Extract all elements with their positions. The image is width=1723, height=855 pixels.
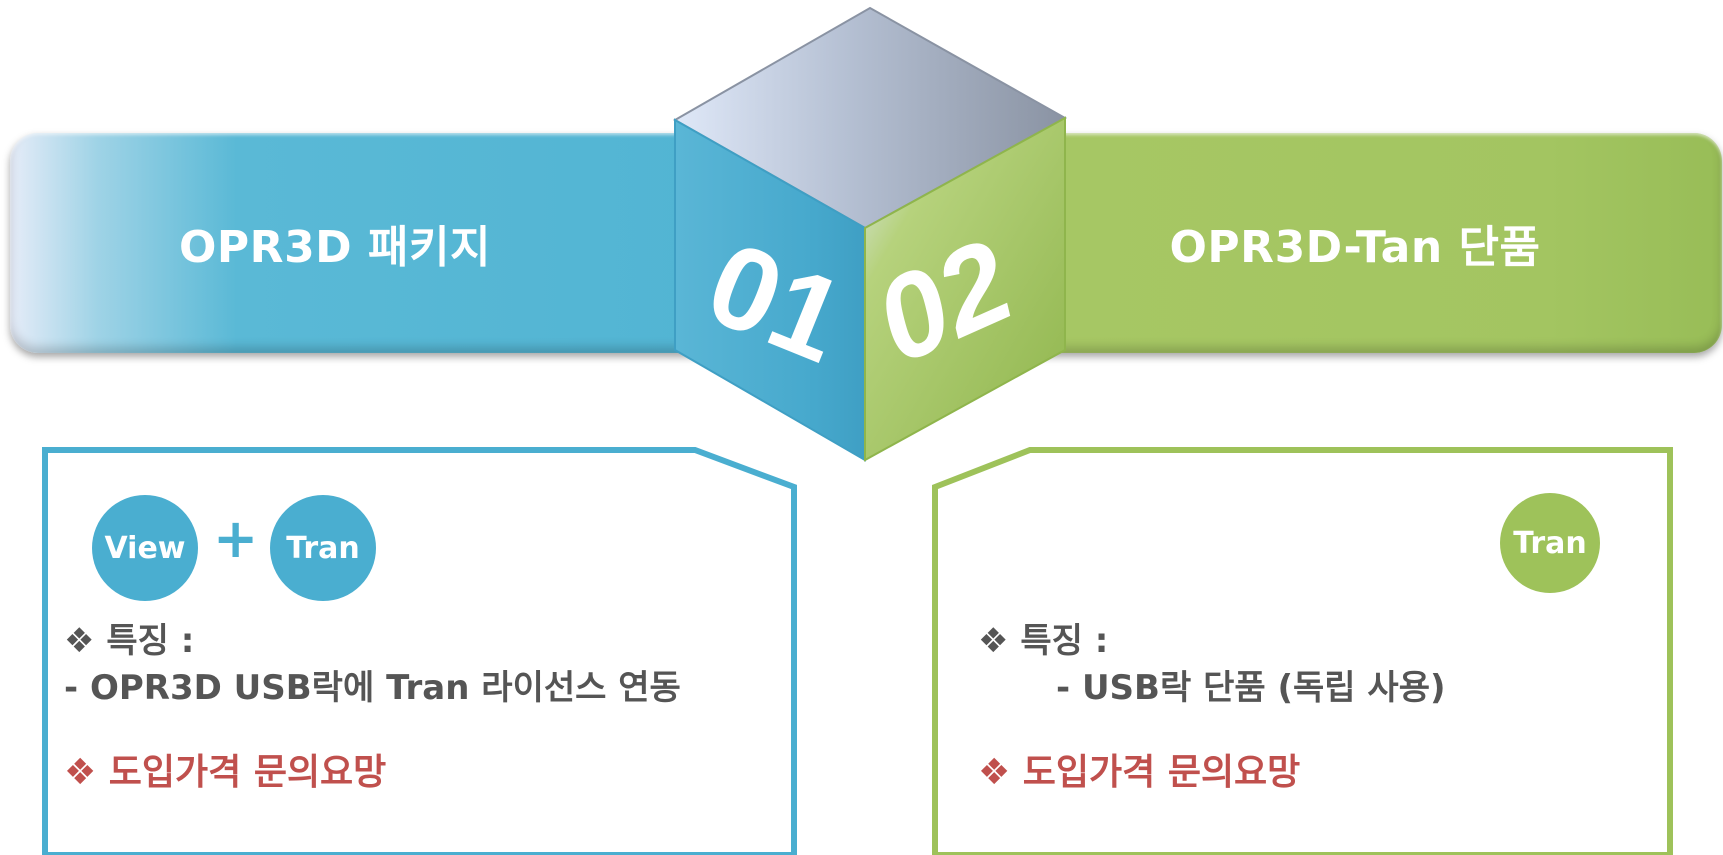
right-panel-frame xyxy=(932,447,1673,855)
left-price-note: ❖ 도입가격 문의요망 xyxy=(64,752,387,793)
view-badge: View xyxy=(92,495,198,601)
left-feature-detail: - OPR3D USB락에 Tran 라이선스 연동 xyxy=(64,668,681,708)
right-banner-title: OPR3D-Tan 단품 xyxy=(1169,222,1541,273)
left-panel-frame xyxy=(42,447,797,855)
left-info-panel: View + Tran ❖ 특징 : - OPR3D USB락에 Tran 라이… xyxy=(40,445,800,855)
tran-badge-left: Tran xyxy=(270,495,376,601)
left-banner-title: OPR3D 패키지 xyxy=(179,222,491,273)
right-feature-label: ❖ 특징 : xyxy=(978,621,1109,661)
cube-graphic: 01 02 xyxy=(672,6,1068,462)
right-info-panel: Tran ❖ 특징 : - USB락 단품 (독립 사용) ❖ 도입가격 문의요… xyxy=(930,445,1675,855)
tran-badge-right: Tran xyxy=(1500,493,1600,593)
left-feature-label: ❖ 특징 : xyxy=(64,621,195,661)
cube-right-face xyxy=(864,116,1066,462)
plus-icon: + xyxy=(213,507,259,570)
right-feature-detail: - USB락 단품 (독립 사용) xyxy=(1056,668,1446,708)
right-price-note: ❖ 도입가격 문의요망 xyxy=(978,752,1301,793)
